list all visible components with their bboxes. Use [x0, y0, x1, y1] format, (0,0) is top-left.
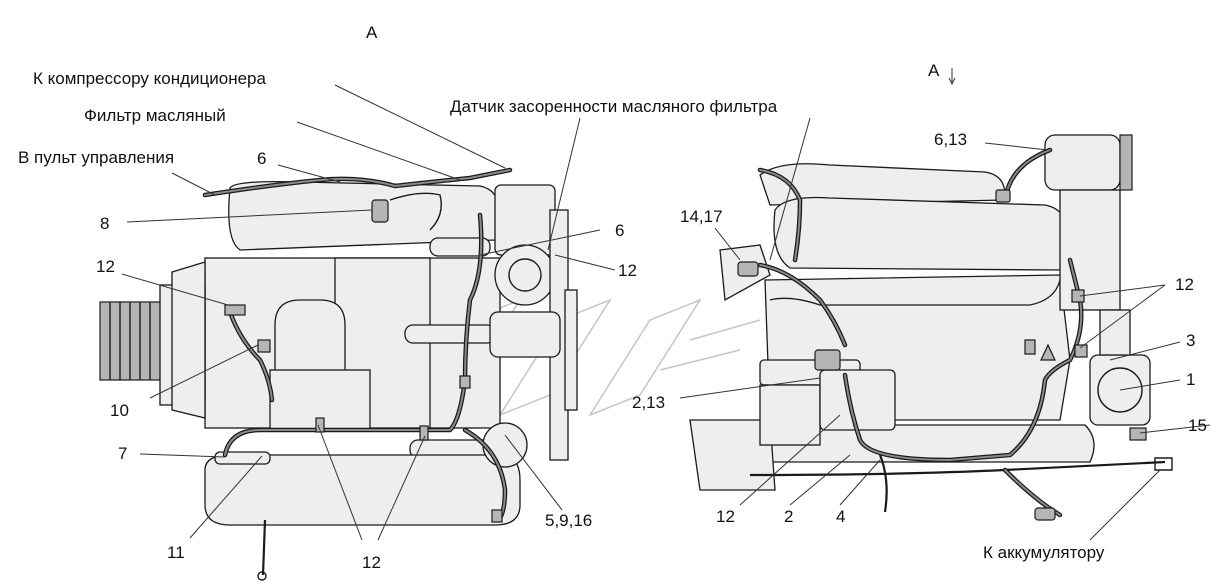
- callout-2-13: 2,13: [632, 393, 665, 412]
- caption-oil-filter: Фильтр масляный: [84, 106, 226, 125]
- callout-3: 3: [1186, 331, 1195, 350]
- callout-10: 10: [110, 401, 129, 420]
- labels: A A К компрессору кондиционера Фильтр ма…: [18, 23, 1207, 572]
- right-engine-view: [689, 134, 1173, 521]
- callout-7: 7: [118, 444, 127, 463]
- view-label-a-arrow: A: [928, 61, 940, 80]
- callout-4: 4: [836, 507, 845, 526]
- callout-12-bottom-right: 12: [716, 507, 735, 526]
- callout-12-left-top: 12: [96, 257, 115, 276]
- callout-14-17: 14,17: [680, 207, 723, 226]
- callout-12-left-bottom: 12: [362, 553, 381, 572]
- callout-15: 15: [1188, 416, 1207, 435]
- left-engine-view: [99, 167, 578, 581]
- callout-12-right: 12: [1175, 275, 1194, 294]
- callout-1: 1: [1186, 370, 1195, 389]
- callout-11: 11: [167, 543, 185, 562]
- caption-battery: К аккумулятору: [983, 543, 1105, 562]
- callout-12-mid: 12: [618, 261, 637, 280]
- callout-6-left: 6: [257, 149, 266, 168]
- callout-6-mid: 6: [615, 221, 624, 240]
- caption-control-panel: В пульт управления: [18, 148, 174, 167]
- caption-compressor: К компрессору кондиционера: [33, 69, 267, 88]
- callout-5-9-16: 5,9,16: [545, 511, 592, 530]
- callout-2: 2: [784, 507, 793, 526]
- callout-6-13: 6,13: [934, 130, 967, 149]
- caption-oil-filter-sensor: Датчик засоренности масляного фильтра: [450, 97, 778, 116]
- view-label-a-top: A: [366, 23, 378, 42]
- leader-lines: [121, 68, 1211, 541]
- callout-8: 8: [100, 214, 109, 233]
